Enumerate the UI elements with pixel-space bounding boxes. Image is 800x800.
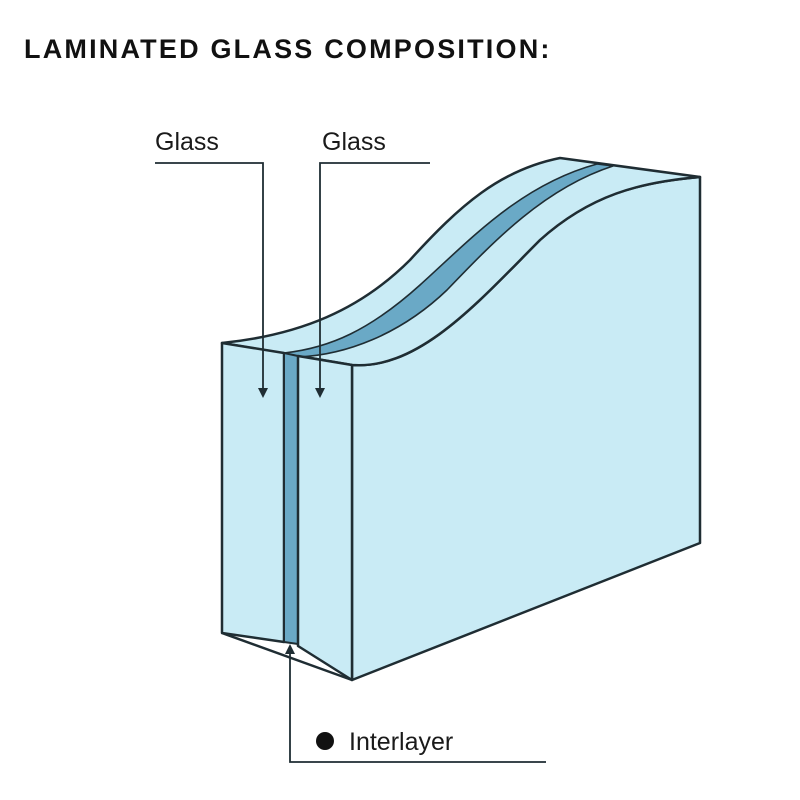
diagram-title: LAMINATED GLASS COMPOSITION:	[24, 34, 552, 64]
label-glass-right: Glass	[322, 128, 386, 156]
glass-pane-right	[296, 354, 354, 682]
glass-pane-left	[220, 341, 286, 644]
leader-line-glass-left	[155, 162, 264, 390]
arrowhead-glass-left	[258, 388, 268, 398]
arrowhead-glass-right	[315, 388, 325, 398]
glass-bottom-edge	[221, 631, 353, 682]
interlayer-top-band	[283, 163, 614, 358]
arrowhead-interlayer	[285, 644, 295, 654]
interlayer-front	[283, 352, 299, 645]
leader-line-interlayer	[289, 652, 546, 763]
label-interlayer: Interlayer	[349, 728, 453, 756]
interlayer-bullet-icon	[316, 732, 334, 750]
leader-line-glass-right	[319, 162, 430, 390]
label-glass-left: Glass	[155, 128, 219, 156]
